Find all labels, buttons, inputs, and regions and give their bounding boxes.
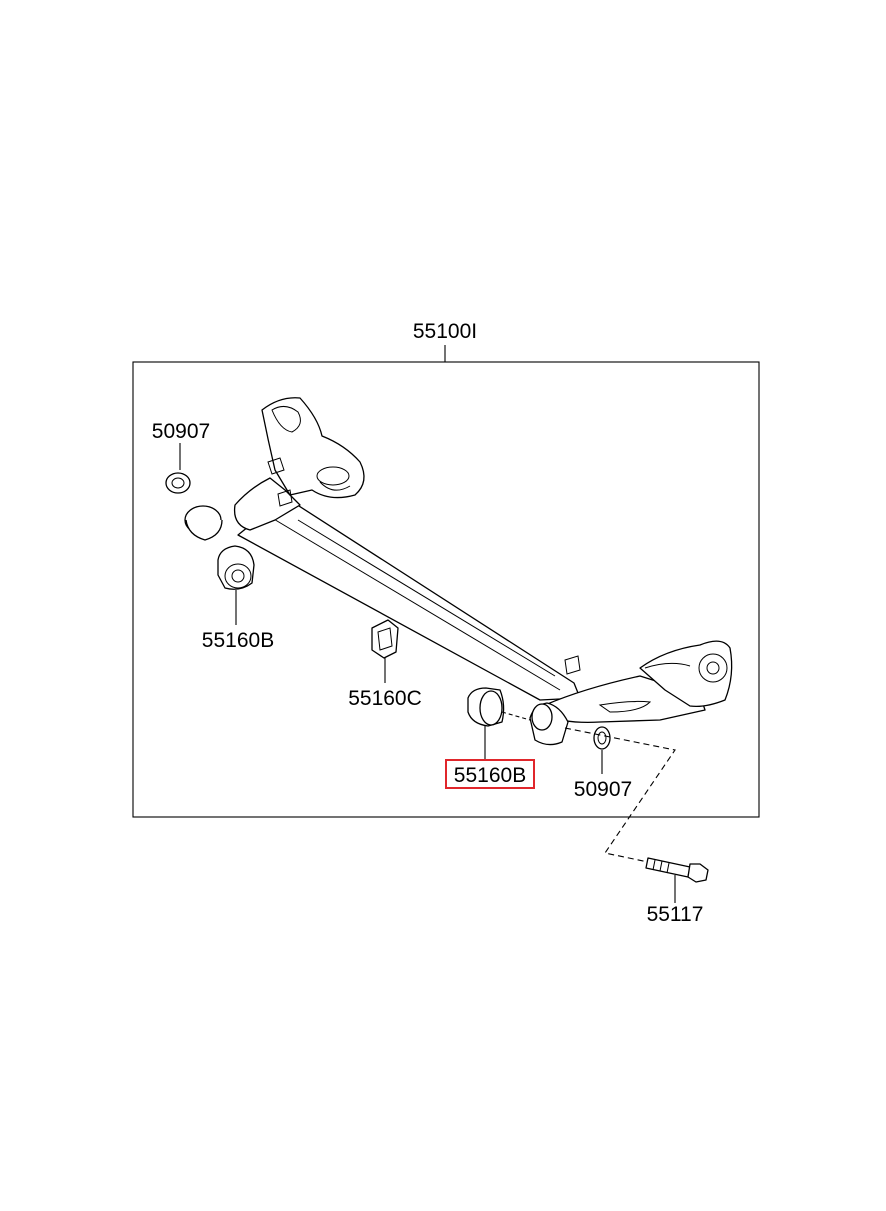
washer-right xyxy=(593,726,611,750)
rear-axle-beam xyxy=(184,397,733,746)
label-assembly[interactable]: 55100I xyxy=(413,320,477,343)
label-bolt[interactable]: 55117 xyxy=(647,903,704,926)
bolt-assembly-path xyxy=(564,727,676,863)
bracket xyxy=(371,619,399,659)
bushing-left xyxy=(217,545,255,590)
bushing-right xyxy=(467,687,505,727)
label-washer-left[interactable]: 50907 xyxy=(152,420,210,443)
highlight-box xyxy=(445,759,535,789)
label-washer-right[interactable]: 50907 xyxy=(574,778,632,801)
label-bushing-right[interactable]: 55160B xyxy=(454,764,526,787)
label-bushing-left[interactable]: 55160B xyxy=(202,629,274,652)
bolt xyxy=(645,857,709,883)
label-bracket[interactable]: 55160C xyxy=(348,687,422,710)
washer-left xyxy=(165,472,191,494)
assembly-frame xyxy=(132,361,760,818)
bushing-right-axis xyxy=(501,711,531,721)
